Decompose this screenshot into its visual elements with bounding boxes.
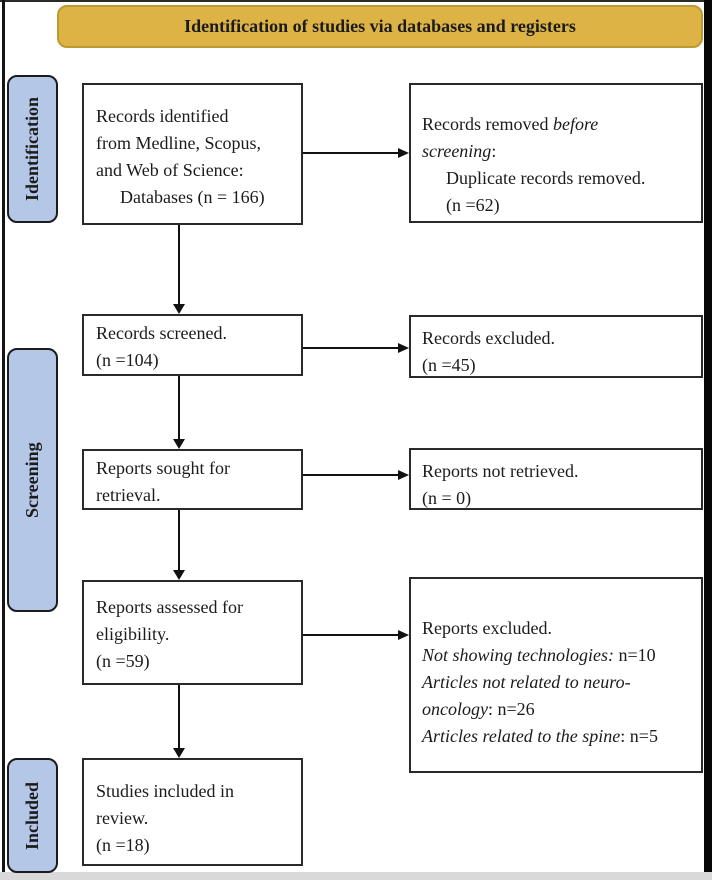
page-frame-bottom	[0, 872, 712, 880]
box-reports-assessed: Reports assessed for eligibility. (n =59…	[82, 580, 303, 685]
box-text-line: (n =104)	[96, 350, 159, 370]
stage-label-included: Included	[7, 758, 58, 873]
arrow-down-line-2	[178, 376, 180, 440]
box-text-line: review.	[96, 808, 149, 828]
page-frame-top	[0, 0, 712, 2]
stage-label-identification: Identification	[7, 75, 58, 223]
stage-label-text: Identification	[22, 97, 42, 202]
page-frame-right	[704, 0, 712, 872]
arrow-down-line-4	[178, 685, 180, 749]
box-studies-included: Studies included in review. (n =18)	[82, 758, 303, 866]
box-text-line: Reports not retrieved.	[422, 461, 579, 481]
box-text-line: Duplicate records removed.	[446, 168, 646, 188]
box-text-line: oncology: n=26	[422, 699, 535, 719]
stage-label-text: Screening	[22, 442, 42, 518]
arrow-right-line-2	[303, 347, 399, 349]
arrow-down-icon	[173, 570, 185, 580]
diagram-title: Identification of studies via databases …	[184, 16, 576, 36]
box-records-screened: Records screened. (n =104)	[82, 314, 303, 376]
box-text-line: and Web of Science:	[96, 160, 244, 180]
arrow-right-line-4	[303, 634, 399, 636]
box-text-line: retrieval.	[96, 485, 161, 505]
arrow-down-line-1	[178, 225, 180, 306]
box-text-line: Articles not related to neuro-	[422, 672, 631, 692]
box-text-line: Reports sought for	[96, 458, 230, 478]
box-records-removed: Records removed before screening: Duplic…	[409, 83, 703, 223]
box-text-line: Studies included in	[96, 781, 234, 801]
box-text-line: Articles related to the spine: n=5	[422, 726, 658, 746]
box-text-line: Records screened.	[96, 323, 227, 343]
arrow-right-line-1	[303, 152, 399, 154]
box-text-line: screening:	[422, 141, 497, 161]
arrow-right-icon	[398, 148, 409, 158]
arrow-right-icon	[398, 343, 409, 353]
arrow-right-icon	[398, 630, 409, 640]
box-text-line: Records excluded.	[422, 328, 555, 348]
box-text-line: Not showing technologies: n=10	[422, 645, 656, 665]
box-reports-sought: Reports sought for retrieval.	[82, 449, 303, 510]
box-text-line: Databases (n = 166)	[120, 187, 265, 207]
stage-label-screening: Screening	[7, 348, 58, 612]
arrow-down-icon	[173, 439, 185, 449]
stage-label-text: Included	[22, 781, 42, 850]
arrow-down-line-3	[178, 510, 180, 571]
box-text-line: (n =62)	[446, 195, 500, 215]
box-text-line: Reports assessed for	[96, 597, 243, 617]
box-text-line: from Medline, Scopus,	[96, 133, 261, 153]
box-records-excluded: Records excluded. (n =45)	[409, 315, 703, 378]
box-text-line: Records identified	[96, 106, 229, 126]
arrow-down-icon	[173, 748, 185, 758]
box-text-line: Reports excluded.	[422, 618, 552, 638]
box-reports-excluded: Reports excluded. Not showing technologi…	[409, 577, 703, 773]
diagram-title-banner: Identification of studies via databases …	[57, 5, 703, 48]
page-frame-left	[2, 0, 5, 880]
arrow-right-icon	[398, 470, 409, 480]
box-reports-not-retrieved: Reports not retrieved. (n = 0)	[409, 448, 703, 510]
arrow-down-icon	[173, 304, 185, 314]
box-text-line: (n =18)	[96, 835, 150, 855]
box-text-line: (n = 0)	[422, 488, 472, 508]
box-text-line: eligibility.	[96, 624, 170, 644]
box-text-line: (n =45)	[422, 355, 476, 375]
box-text-line: (n =59)	[96, 651, 150, 671]
box-text-line: Records removed before	[422, 114, 599, 134]
box-records-identified: Records identified from Medline, Scopus,…	[82, 83, 303, 225]
arrow-right-line-3	[303, 474, 399, 476]
